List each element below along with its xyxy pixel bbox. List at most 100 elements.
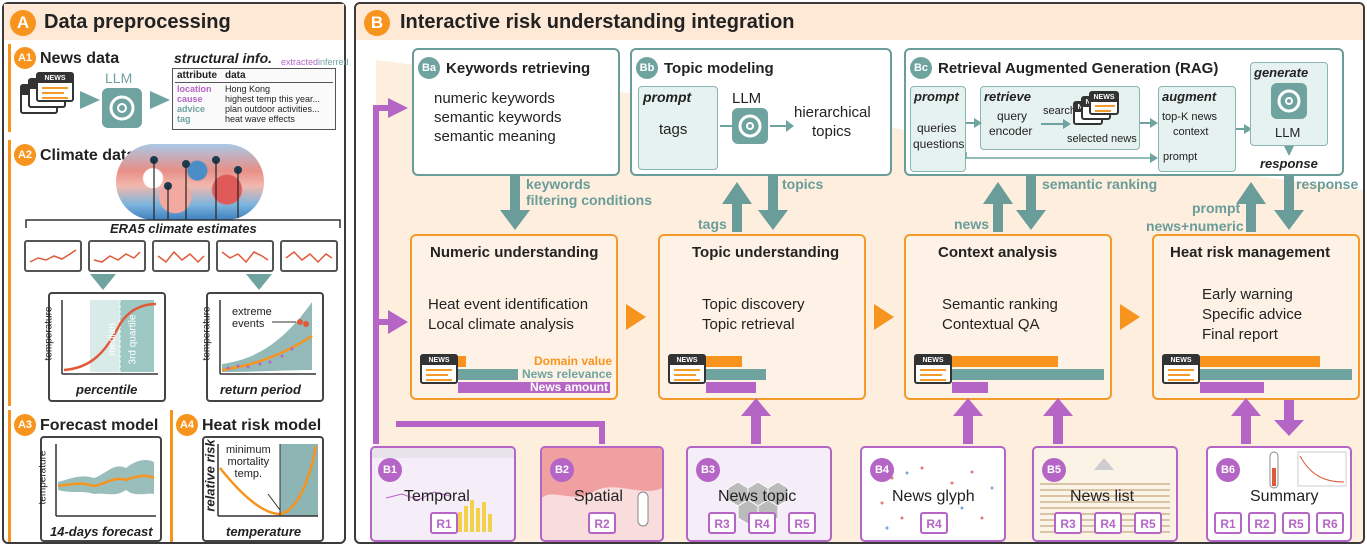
panel-a-badge: A <box>10 10 36 36</box>
view-title: News list <box>1070 488 1135 505</box>
axis-label: 3rd quartile <box>127 314 139 365</box>
news-glyph-view[interactable]: B4 News glyph R4 <box>860 446 1006 542</box>
box-line: Contextual QA <box>942 316 1040 333</box>
news-amount-bar <box>458 382 610 393</box>
view-badge: B1 <box>378 458 402 482</box>
bc-title: Retrieval Augmented Generation (RAG) <box>938 60 1219 77</box>
domain-value-bar <box>706 356 742 367</box>
a1-extracted-label: extracted <box>281 57 319 67</box>
requirement-badge: R5 <box>788 512 816 534</box>
requirement-badge: R1 <box>430 512 458 534</box>
prompt-label: prompt <box>1163 151 1198 163</box>
arrow-label: filtering conditions <box>526 192 652 208</box>
requirement-badge: R4 <box>748 512 776 534</box>
percentile-chart: temperature median 3rd quartile percenti… <box>43 292 166 402</box>
table-cell: highest temp this year... <box>225 94 321 104</box>
bc-badge: Bc <box>910 57 932 79</box>
a2-title: Climate data <box>40 147 136 164</box>
requirement-badge: R4 <box>920 512 948 534</box>
a1-llm-label: LLM <box>105 70 133 86</box>
domain-value-bar <box>458 356 466 367</box>
a4-badge: A4 <box>176 414 198 436</box>
news-icon: NEWS <box>914 354 952 384</box>
axis-label: relative risk <box>202 439 218 512</box>
view-title: Spatial <box>574 488 623 505</box>
arrow-icon <box>80 91 100 109</box>
llm-icon <box>1271 83 1307 119</box>
panel-a-title: Data preprocessing <box>44 11 231 33</box>
ba-title: Keywords retrieving <box>446 60 591 77</box>
table-cell: heat wave effects <box>225 114 295 124</box>
arrow-label: topics <box>782 176 824 192</box>
era5-label: ERA5 climate estimates <box>106 221 261 236</box>
background-flow <box>376 60 1363 542</box>
news-relevance-bar <box>1200 369 1352 380</box>
response-label: response <box>1260 156 1318 171</box>
generate-box: generate LLM <box>1250 62 1328 146</box>
view-title: News topic <box>718 488 797 505</box>
axis-label: return period <box>220 382 301 397</box>
table-cell: tag <box>177 114 191 124</box>
box-line: Early warning <box>1202 286 1293 303</box>
news-icon: NEWS <box>1162 354 1200 384</box>
requirement-badge: R4 <box>1094 512 1122 534</box>
generate-label: generate <box>1254 65 1309 80</box>
topic-understanding-box: Topic understanding Topic discovery Topi… <box>658 234 866 400</box>
topk-label: top-K news <box>1162 111 1218 123</box>
requirement-badge: R5 <box>1134 512 1162 534</box>
box-line: Local climate analysis <box>428 316 574 333</box>
arrow-icon <box>1041 119 1071 129</box>
view-badge: B3 <box>696 458 720 482</box>
ba-badge: Ba <box>418 57 440 79</box>
mini-chart <box>280 240 338 272</box>
table-header: data <box>225 70 246 81</box>
arrow-icon <box>1236 124 1252 134</box>
panel-b: B Interactive risk understanding integra… <box>354 2 1365 544</box>
table-cell: Hong Kong <box>225 84 271 94</box>
annotation: minimum mortality temp. <box>226 444 271 480</box>
axis-label: temperature <box>37 450 49 505</box>
news-relevance-bar <box>458 369 518 380</box>
news-list-view[interactable]: B5 News list R3 R4 R5 <box>1032 446 1178 542</box>
news-amount-bar <box>1200 382 1264 393</box>
mini-chart <box>88 240 146 272</box>
summary-view[interactable]: B6 Summary R1 R2 R5 R6 <box>1206 446 1352 542</box>
a3-title: Forecast model <box>40 417 159 434</box>
table-header: attribute <box>177 70 217 81</box>
topic-modeling-box: Bb Topic modeling prompt tags LLM hierar… <box>630 48 892 176</box>
a1-inferred-label: inferred <box>318 57 349 67</box>
arrow-label: response <box>1296 176 1359 192</box>
spatial-view[interactable]: B2 Spatial R2 <box>540 446 664 542</box>
arrow-label: news+numeric <box>1146 218 1244 234</box>
temporal-view[interactable]: B1 Temporal R1 <box>370 446 516 542</box>
panel-a-header <box>4 4 344 40</box>
news-icon: NEWS <box>36 72 74 102</box>
table-cell: plan outdoor activities... <box>225 104 320 114</box>
box-title: Heat risk management <box>1170 244 1331 261</box>
arrow-label: prompt <box>1192 200 1241 216</box>
arrow-icon <box>770 120 794 132</box>
box-title: Context analysis <box>938 244 1058 261</box>
news-topic-view[interactable]: B3 News topic R3 R4 R5 <box>686 446 832 542</box>
news-icon: NEWS <box>420 354 458 384</box>
topk-label: context <box>1173 126 1209 138</box>
bb-output: hierarchical <box>794 104 871 121</box>
a1-divider <box>8 44 11 132</box>
mini-chart <box>216 240 274 272</box>
search-label: search <box>1043 105 1077 117</box>
view-badge: B4 <box>870 458 894 482</box>
questions-label: questions <box>913 137 965 151</box>
box-title: Topic understanding <box>692 244 840 261</box>
queries-label: queries <box>917 121 957 135</box>
box-line: Topic retrieval <box>702 316 795 333</box>
query-encoder-label: query <box>997 109 1028 123</box>
legend-label: Domain value <box>534 354 613 368</box>
arrow-label: news <box>954 216 990 232</box>
climate-map-image <box>116 144 264 220</box>
news-icon: NEWS <box>1089 91 1119 115</box>
selected-news-label: selected news <box>1067 133 1137 145</box>
requirement-badge: R5 <box>1282 512 1310 534</box>
legend-label: News amount <box>530 380 609 394</box>
box-line: Final report <box>1202 326 1278 343</box>
panel-b-title: Interactive risk understanding integrati… <box>400 11 795 33</box>
